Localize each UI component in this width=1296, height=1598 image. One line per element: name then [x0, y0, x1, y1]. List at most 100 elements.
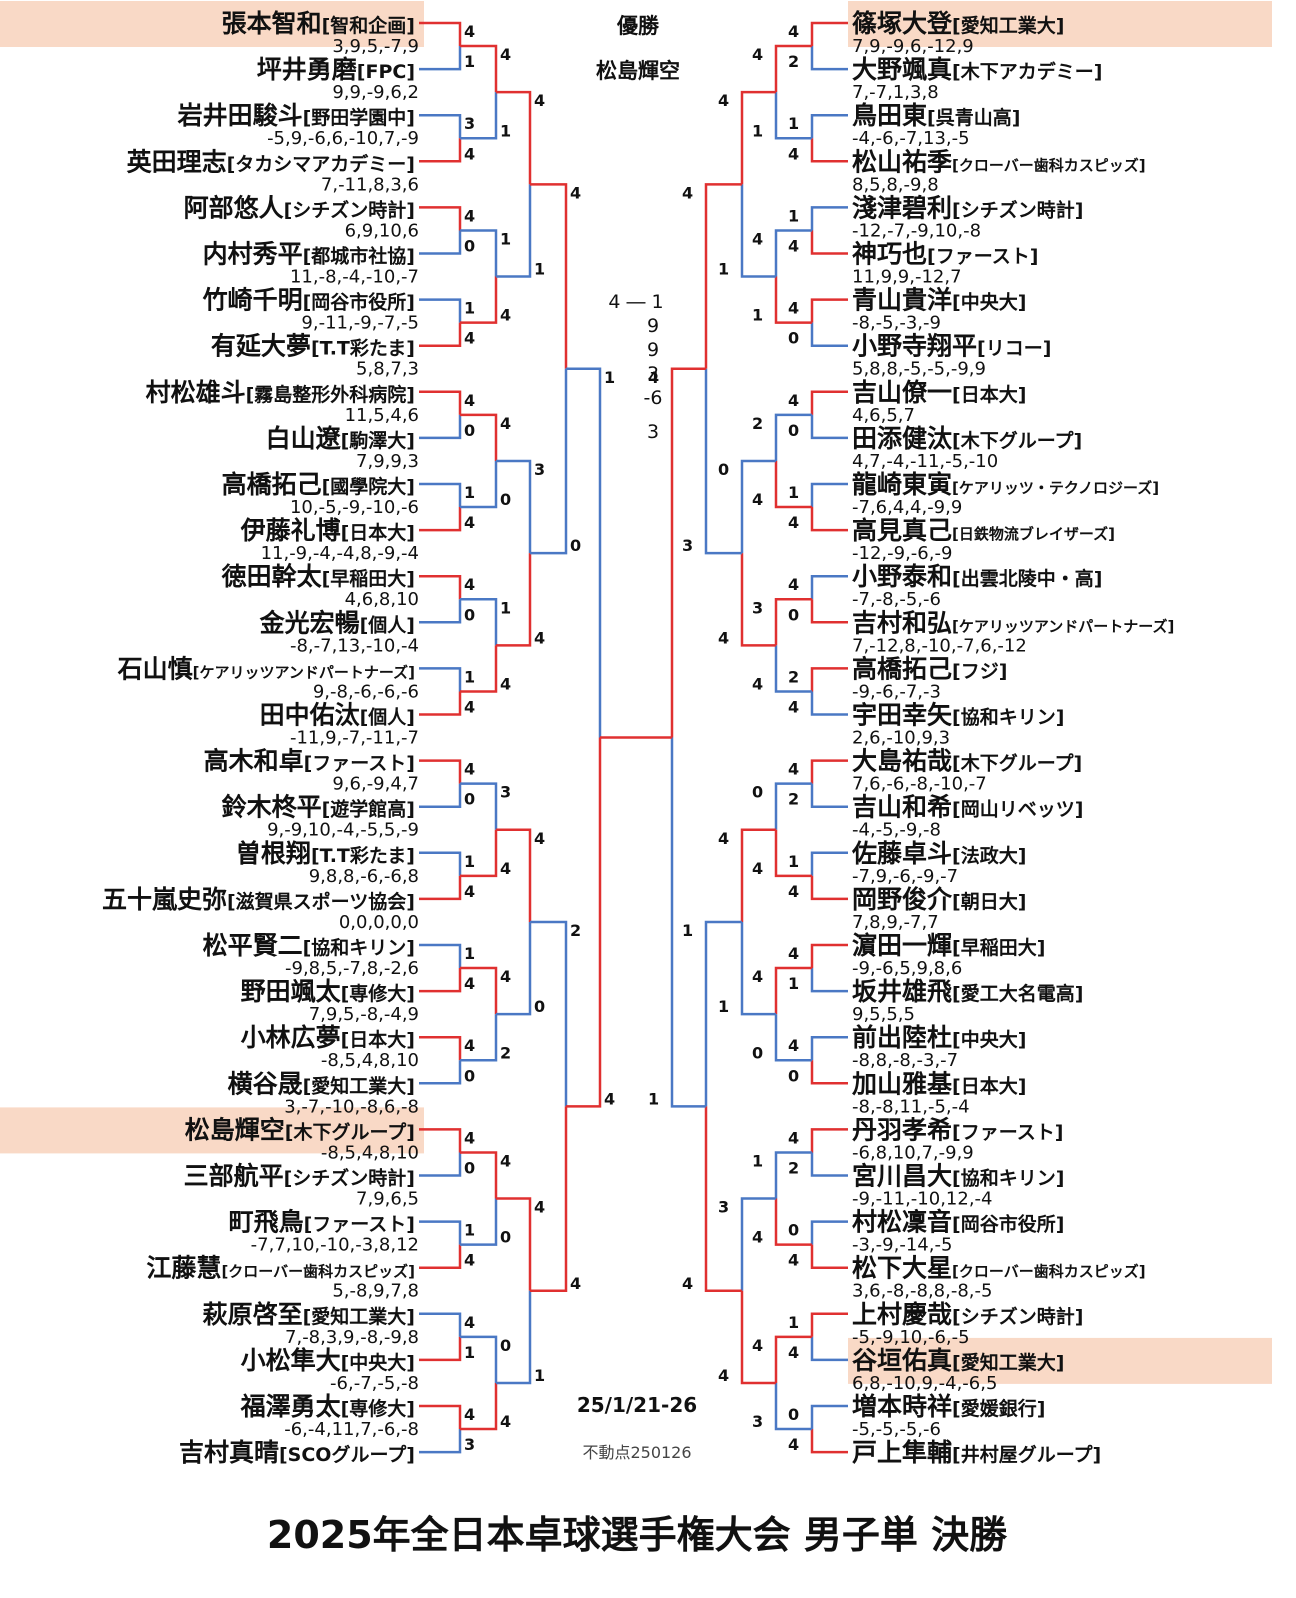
- player-name: 上村慶哉: [852, 1300, 952, 1329]
- match-score: 9,6,-9,4,7: [332, 774, 419, 795]
- bracket-line: [810, 783, 848, 808]
- game-count: 4: [464, 144, 475, 163]
- match-score: 7,8,9,-7,7: [852, 912, 939, 933]
- bracket-line: [740, 459, 776, 554]
- bracket-line: [810, 1336, 848, 1362]
- bracket-line: [810, 667, 848, 692]
- bracket-line: [810, 46, 848, 71]
- player-entry: 横谷晟[愛知工業大]: [228, 1069, 415, 1098]
- game-count: 3: [752, 598, 763, 617]
- game-count: 4: [788, 575, 799, 594]
- final-score-3: 3: [647, 363, 659, 385]
- player-entry: 金光宏暢[個人]: [259, 608, 415, 637]
- bracket-line: [810, 968, 848, 993]
- match-score: -8,5,4,8,10: [321, 1050, 419, 1071]
- game-count: 3: [682, 536, 693, 555]
- game-count: 0: [464, 790, 475, 809]
- player-org: [中央大]: [341, 1351, 415, 1374]
- game-count: 3: [464, 114, 475, 133]
- game-count: 3: [752, 1412, 763, 1431]
- player-name: 鈴木柊平: [222, 793, 322, 822]
- bracket-line: [704, 920, 742, 1107]
- match-score: 9,9,-9,6,2: [332, 82, 419, 103]
- player-entry: 淺津碧利[シチズン時計]: [852, 193, 1083, 222]
- player-org: [岡山リベッツ]: [952, 799, 1083, 821]
- bracket-line: [566, 367, 602, 738]
- bracket-line: [810, 1152, 848, 1177]
- player-name: 三部航平: [184, 1162, 284, 1191]
- player-entry: 三部航平[シチズン時計]: [184, 1162, 415, 1191]
- game-count: 1: [752, 306, 763, 325]
- player-org: [木下アカデミー]: [952, 60, 1102, 83]
- player-org: [専修大]: [341, 982, 415, 1005]
- game-count: 1: [718, 997, 729, 1016]
- game-count: 4: [682, 183, 693, 202]
- game-count: 2: [570, 921, 581, 940]
- game-count: 4: [464, 22, 475, 41]
- match-score: 11,-8,-4,-10,-7: [290, 267, 419, 288]
- player-entry: 前出陸杜[中央大]: [852, 1023, 1026, 1052]
- player-name: 谷垣佑真: [852, 1346, 952, 1375]
- match-score: 5,-8,9,7,8: [332, 1281, 419, 1302]
- match-score: -8,-8,11,-5,-4: [852, 1096, 970, 1117]
- game-count: 4: [788, 1435, 799, 1454]
- player-org: [法政大]: [952, 844, 1026, 867]
- game-count: 4: [752, 967, 763, 986]
- player-name: 龍崎東寅: [852, 470, 952, 499]
- player-name: 高橋拓己: [222, 470, 322, 499]
- match-score: -6,-7,-5,-8: [330, 1373, 419, 1394]
- bracket-line: [810, 1312, 848, 1337]
- bracket-line: [740, 921, 776, 1016]
- player-org: [日本大]: [952, 383, 1026, 406]
- bracket-line: [460, 1198, 498, 1246]
- player-entry: 江藤慧[クローバー歯科カスピッズ]: [146, 1254, 415, 1283]
- bracket-line: [774, 829, 812, 878]
- game-count: 0: [788, 1405, 799, 1424]
- game-count: 4: [570, 1274, 581, 1293]
- match-score: 9,5,5,5: [852, 1004, 915, 1025]
- game-count: 4: [788, 391, 799, 410]
- player-entry: 吉村真晴[SCOグループ]: [179, 1438, 415, 1467]
- player-name: 丹羽孝希: [852, 1115, 952, 1144]
- bracket-line: [460, 829, 498, 878]
- bracket-line: [670, 737, 706, 1108]
- bracket-line: [496, 921, 532, 1016]
- player-name: 曽根翔: [236, 839, 311, 868]
- player-org: [ファースト]: [952, 1121, 1063, 1143]
- player-entry: 萩原啓至[愛知工業大]: [203, 1300, 415, 1329]
- player-name: 松平賢二: [203, 931, 303, 960]
- match-score: -11,9,-7,-11,-7: [290, 728, 419, 749]
- player-entry: 張本智和[智和企画]: [222, 9, 415, 38]
- bracket-line: [496, 459, 532, 554]
- player-org: [智和企画]: [322, 14, 415, 37]
- game-count: 1: [788, 206, 799, 225]
- bracket-line: [810, 414, 848, 440]
- player-entry: 田中佑汰[個人]: [260, 701, 415, 730]
- bracket-line: [460, 92, 498, 140]
- bracket-line: [419, 1336, 462, 1362]
- bracket-line: [419, 1404, 462, 1430]
- game-count: 4: [464, 206, 475, 225]
- player-name: 田中佑汰: [260, 701, 360, 730]
- game-count: 4: [534, 91, 545, 110]
- player-name: 松島輝空: [185, 1115, 285, 1144]
- player-name: 白山遼: [266, 424, 342, 453]
- bracket-line: [419, 783, 462, 808]
- game-count: 0: [752, 1043, 763, 1062]
- game-count: 0: [464, 1066, 475, 1085]
- bracket-line: [496, 553, 532, 647]
- game-count: 4: [500, 1151, 511, 1170]
- bracket-line: [460, 1335, 498, 1383]
- game-count: 2: [788, 1159, 799, 1178]
- player-org: [日本大]: [952, 1074, 1026, 1097]
- bracket-line: [810, 759, 848, 784]
- player-name: 村松凜音: [852, 1208, 952, 1237]
- game-count: 0: [788, 605, 799, 624]
- bracket-line: [419, 943, 462, 969]
- match-score: 7,9,5,-8,-4,9: [309, 1004, 419, 1025]
- player-entry: 高見真己[日鉄物流ブレイザーズ]: [852, 516, 1115, 545]
- bracket-line: [774, 1198, 812, 1246]
- player-entry: 戸上隼輔[井村屋グループ]: [852, 1438, 1101, 1467]
- player-name: 濵田一輝: [852, 931, 952, 960]
- player-org: [早稲田大]: [952, 936, 1045, 959]
